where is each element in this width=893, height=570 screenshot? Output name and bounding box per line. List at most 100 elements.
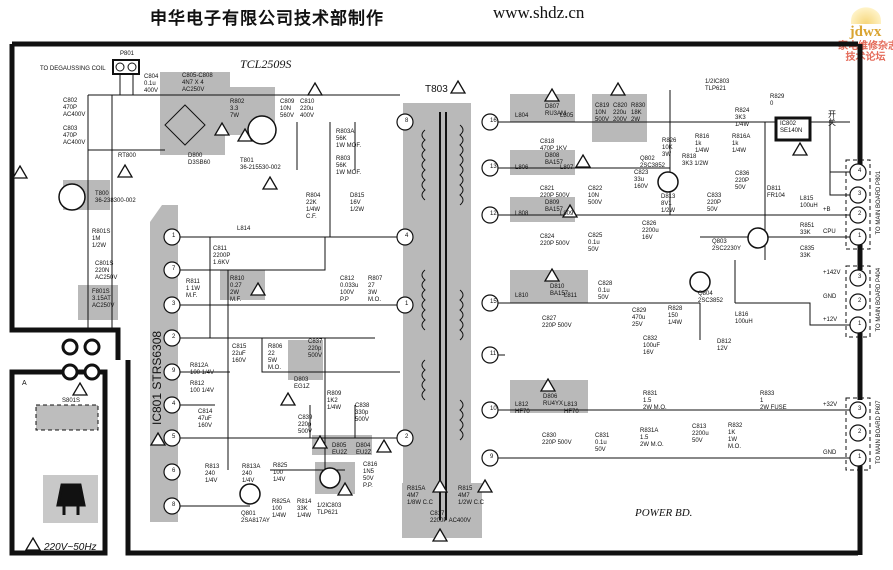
component-label-r803a: 56K xyxy=(336,136,347,142)
component-label-d815: 1/2W xyxy=(350,207,364,213)
component-label-q803: Q803 xyxy=(712,239,727,245)
component-label-c829: 470u xyxy=(632,315,645,321)
component-label-c839: C839 xyxy=(298,415,313,421)
warning-icon xyxy=(543,87,561,102)
component-label-d815: D815 xyxy=(350,193,365,199)
component-label-t801: T801 xyxy=(240,158,254,164)
component-label-c810: 400V xyxy=(300,113,314,119)
connector-signal: GND xyxy=(823,294,837,300)
component-label-c823: 33u xyxy=(634,177,644,183)
component-label-l810: L810 xyxy=(515,293,529,299)
ic801-pin-number: 6 xyxy=(172,468,176,474)
component-label-c817: C817 xyxy=(430,511,445,517)
s801s-label: S801S xyxy=(62,398,80,404)
component-label-r810: 0.27 xyxy=(230,283,242,289)
connector-pin-number: 2 xyxy=(858,429,862,435)
component-label-r816a: R816A xyxy=(732,134,750,140)
component-label-r831: R831 xyxy=(643,391,658,397)
component-label-r824: 3K3 xyxy=(735,115,746,121)
warning-icon xyxy=(311,434,329,449)
component-label-c802: 470P xyxy=(63,105,77,111)
component-label-r824: 1/4W xyxy=(735,122,749,128)
component-label-d806: RU4YX xyxy=(543,401,563,407)
component-label-ic803b: 1/2IC803 xyxy=(317,503,342,509)
component-label-r828: R828 xyxy=(668,306,683,312)
component-label-r815: 1/2W C.C xyxy=(458,500,485,506)
component-label-c813: 50V xyxy=(692,438,703,444)
component-label-r803: R803 xyxy=(336,156,351,162)
warning-icon xyxy=(149,431,167,446)
component-label-d807: D807 xyxy=(545,104,560,110)
t801-choke-icon xyxy=(247,115,277,145)
component-label-r813: 1/4V xyxy=(205,478,217,484)
component-label-q804: Q804 xyxy=(698,291,713,297)
component-label-d800: D3SB60 xyxy=(188,160,211,166)
component-label-d800: D800 xyxy=(188,153,203,159)
component-label-d815: 16V xyxy=(350,200,361,206)
board-frame xyxy=(9,41,863,556)
component-label-c835: 33K xyxy=(800,253,811,259)
s801s-switch xyxy=(35,404,99,431)
component-label-l808: L808 xyxy=(515,211,529,217)
component-label-c833: C833 xyxy=(707,193,722,199)
component-label-t800: 36-238300-002 xyxy=(95,198,136,204)
component-label-l804: L804 xyxy=(515,113,529,119)
ic801-pin-number: 8 xyxy=(172,502,176,508)
component-label-c809: 10N xyxy=(280,106,291,112)
component-label-r802: R802 xyxy=(230,99,245,105)
component-label-c821: C821 xyxy=(540,186,555,192)
ic801-pin-number: 2 xyxy=(172,334,176,340)
component-label-r815: R815 xyxy=(458,486,473,492)
switch-label: 开关 xyxy=(828,110,837,127)
component-label-r807: M.O. xyxy=(368,297,381,303)
component-label-r831: 1.5 xyxy=(643,398,652,404)
transistor-icon xyxy=(657,171,679,193)
component-label-q804: 2SC3852 xyxy=(698,298,724,304)
ic801-label: IC801 STRS6308 xyxy=(150,331,164,425)
component-label-c802: C802 xyxy=(63,98,78,104)
component-label-l809: L809 xyxy=(560,211,574,217)
component-label-c836: 220P xyxy=(735,178,749,184)
component-label-c816: 50V xyxy=(363,476,374,482)
ic801-pin-number: 5 xyxy=(172,434,176,440)
component-label-c815: 22uF xyxy=(232,351,246,357)
component-label-r816: R816 xyxy=(695,134,710,140)
watermark-logo: jdwx 家电维修杂志社 技术论坛 xyxy=(838,0,893,100)
mains-voltage-label: 220V~50Hz xyxy=(43,542,97,553)
component-label-r801s: R801S xyxy=(92,229,110,235)
transistor-icon xyxy=(239,483,261,505)
component-label-r809: 1K2 xyxy=(327,398,338,404)
component-label-c805: 4N7 X 4 xyxy=(182,80,204,86)
component-label-c819: 500V xyxy=(595,117,609,123)
component-label-l812: L812 xyxy=(515,402,529,408)
connector-signal: +12V xyxy=(823,317,837,323)
component-label-c817: 2200P AC400V xyxy=(430,518,471,524)
warning-icon xyxy=(543,267,561,282)
component-label-c836: 50V xyxy=(735,185,746,191)
component-label-r804: 22K xyxy=(306,200,317,206)
component-label-r812: 100 1/4V xyxy=(190,388,214,394)
component-label-c833: 50V xyxy=(707,207,718,213)
component-label-r804: C.F. xyxy=(306,214,317,220)
t803-secondary-pin-number: 15 xyxy=(490,299,497,305)
model-label: TCL2509S xyxy=(240,57,291,71)
wires xyxy=(87,68,850,507)
component-label-c818: 470P 1KV xyxy=(540,146,567,152)
component-label-r851: 33K xyxy=(800,230,811,236)
pins xyxy=(163,113,867,515)
component-label-c832: C832 xyxy=(643,336,658,342)
component-label-d809: BA157 xyxy=(545,207,564,213)
component-label-f801s: F801S xyxy=(92,289,110,295)
component-label-c826: 16V xyxy=(642,235,653,241)
component-label-r807: 3W xyxy=(368,290,377,296)
component-label-r802: 7W xyxy=(230,113,239,119)
component-label-r826: 10K xyxy=(662,145,673,151)
component-label-d803: EG1Z xyxy=(294,384,310,390)
terminal-circle xyxy=(61,363,79,381)
component-label-r803a: 1W MOF. xyxy=(336,143,361,149)
component-label-r832: 1K xyxy=(728,430,735,436)
component-label-c803: AC400V xyxy=(63,140,85,146)
component-label-c811: 2200P xyxy=(213,253,230,259)
component-label-l813: L813 xyxy=(564,402,578,408)
connector-signal: +32V xyxy=(823,402,837,408)
